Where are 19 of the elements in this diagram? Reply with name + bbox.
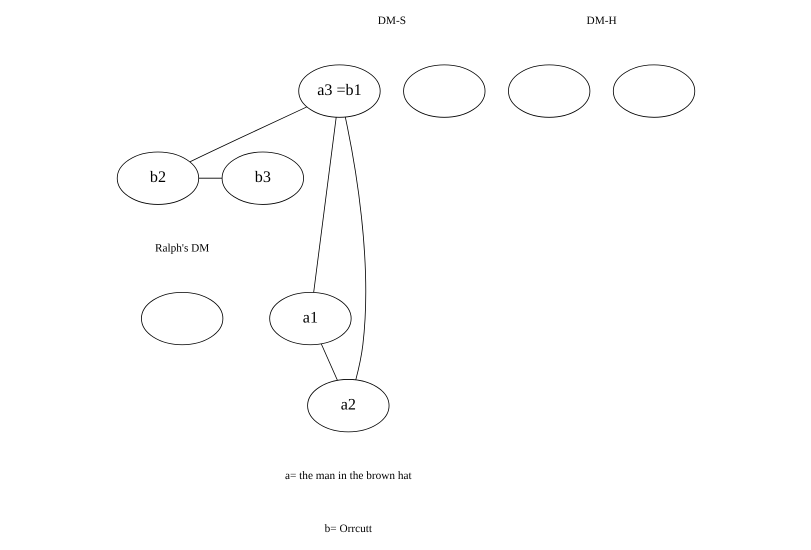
node-ellipse xyxy=(402,64,485,118)
connector xyxy=(344,116,366,380)
node-ellipse: a2 xyxy=(306,379,389,432)
label: DM-S xyxy=(377,14,406,27)
node-ellipse: a3 =b1 xyxy=(298,64,380,118)
label: a= the man in the brown hat xyxy=(284,470,412,482)
connector xyxy=(189,106,307,162)
node-ellipse xyxy=(508,64,590,118)
node-ellipse: b3 xyxy=(221,152,304,205)
node-ellipse xyxy=(612,64,695,118)
connector xyxy=(320,343,338,381)
node-ellipse: a1 xyxy=(268,292,352,346)
node-ellipse xyxy=(140,292,223,346)
label: DM-H xyxy=(586,14,616,27)
connector xyxy=(312,116,336,293)
label: Ralph's DM xyxy=(154,242,209,254)
node-ellipse: b2 xyxy=(116,152,199,205)
label: b= Orrcutt xyxy=(324,523,372,536)
connector xyxy=(198,178,222,179)
